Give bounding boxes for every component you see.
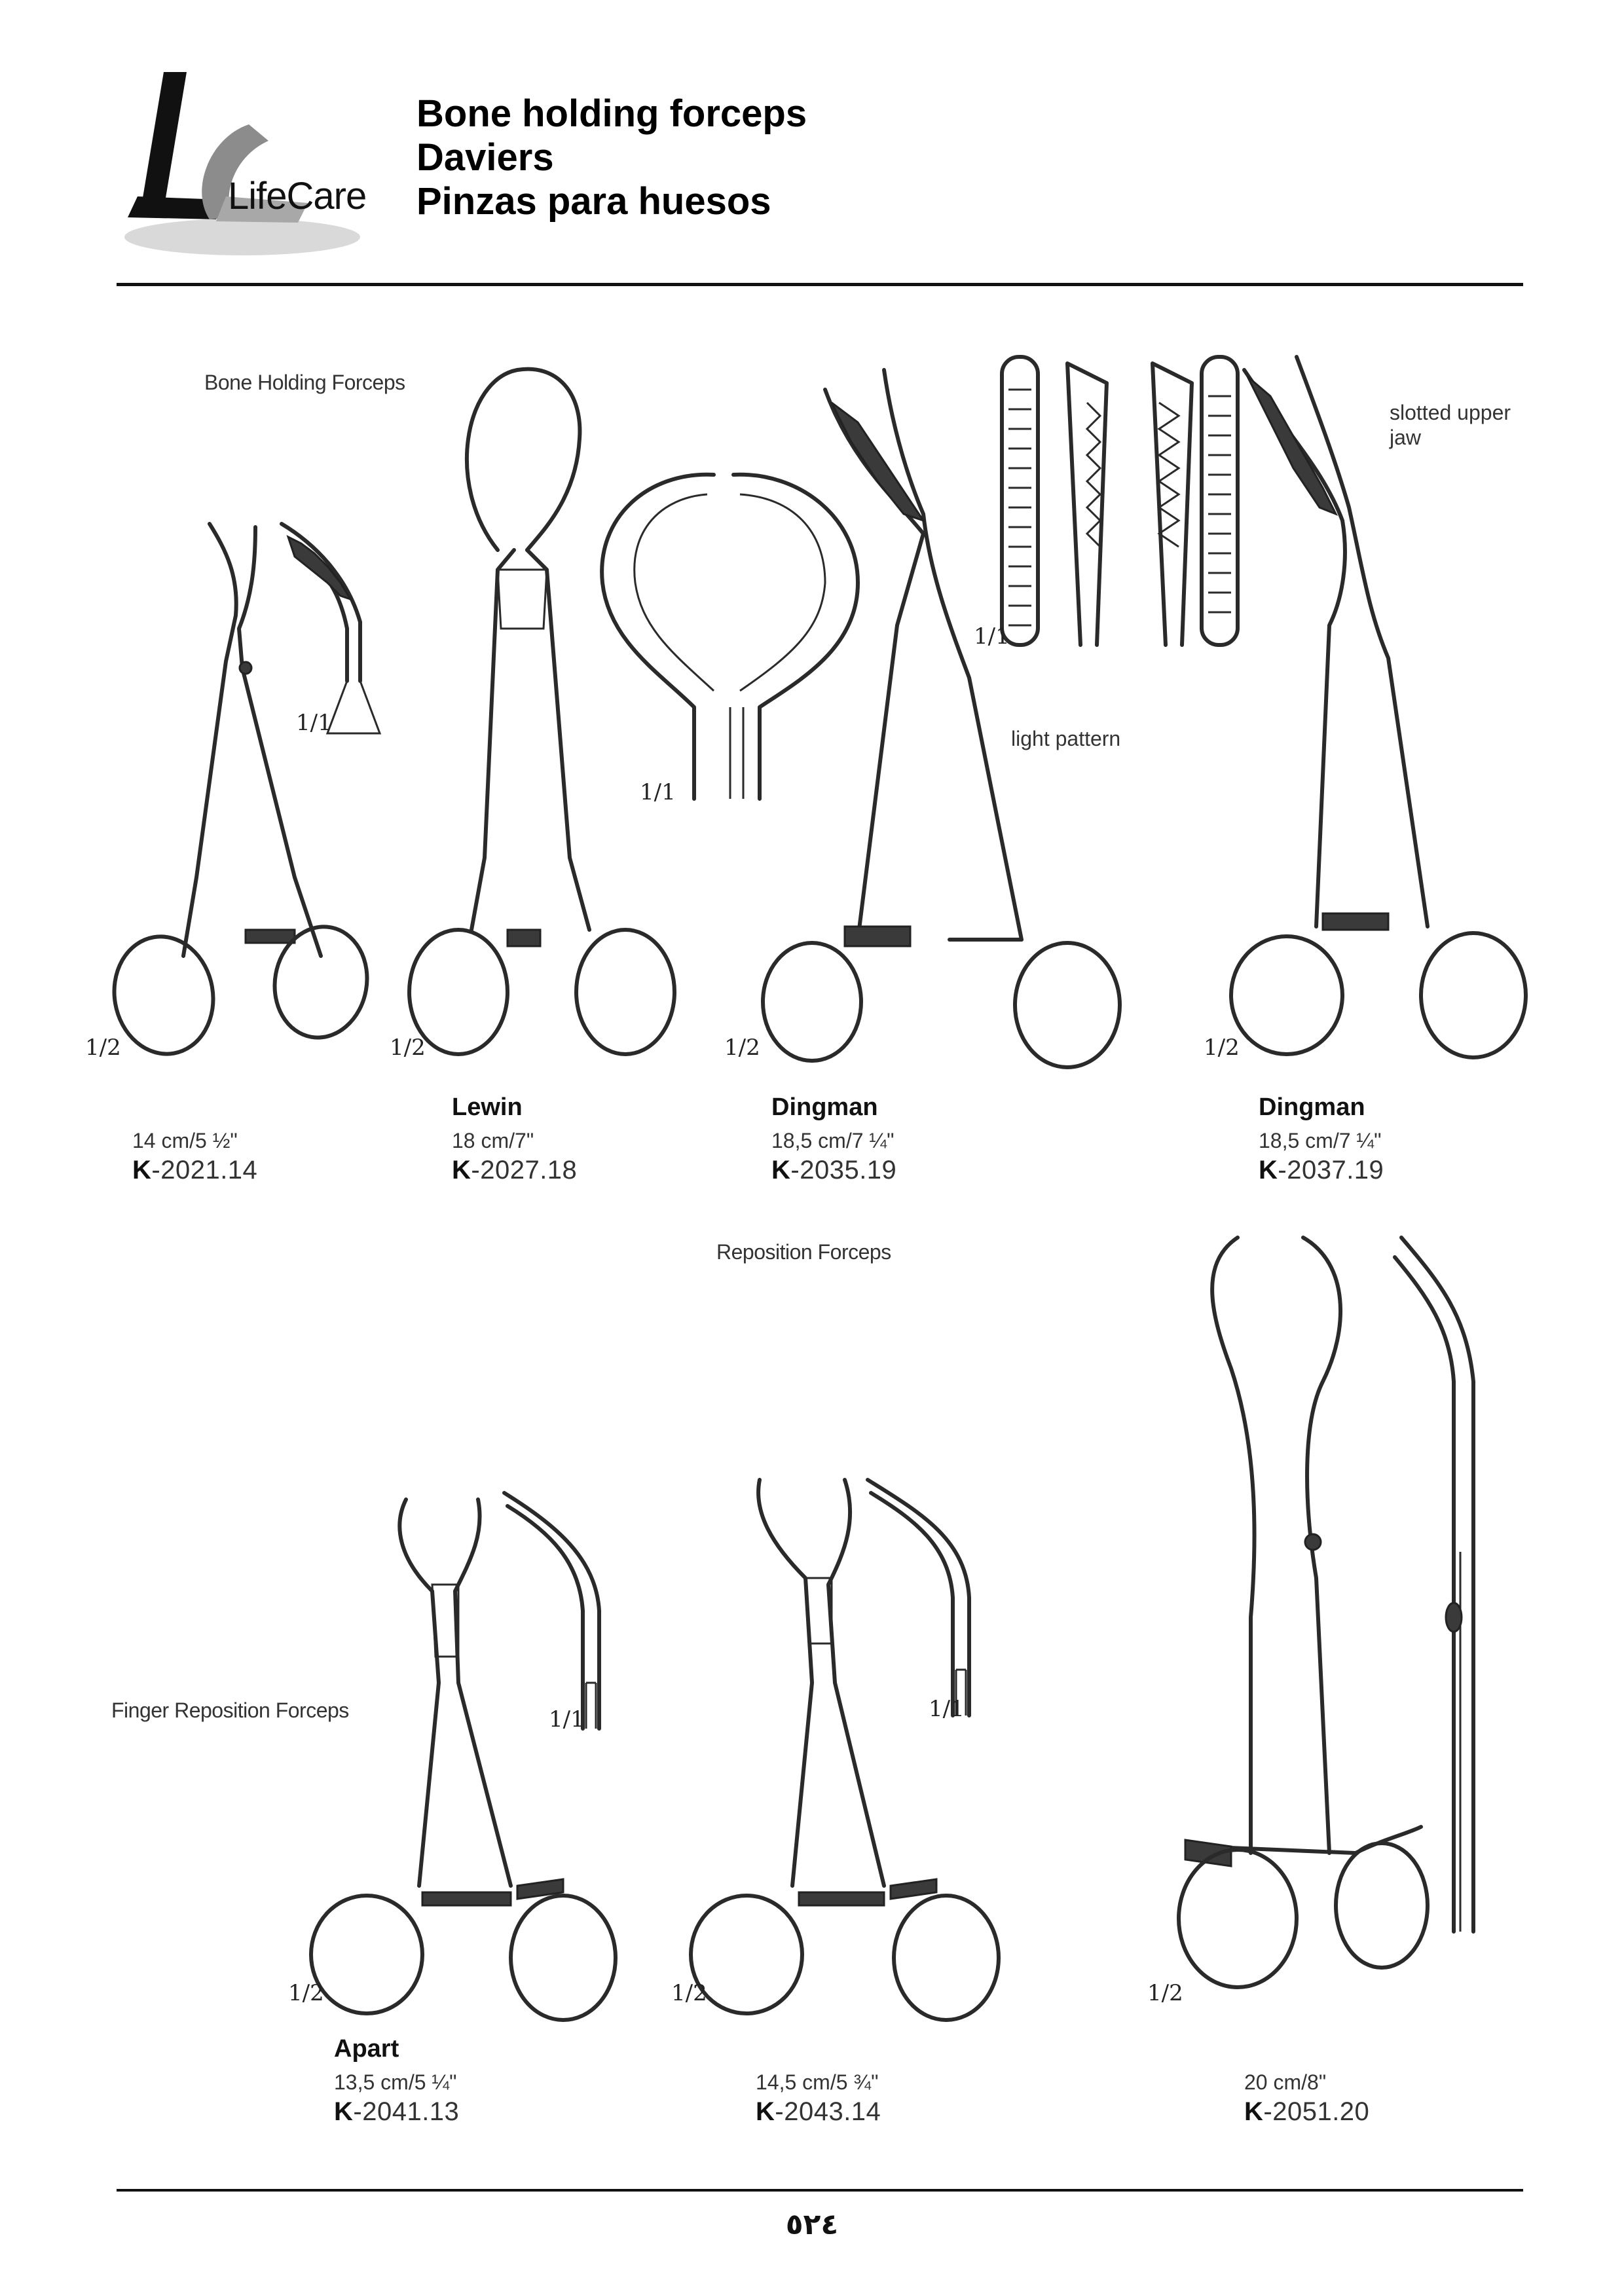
product-name: Apart xyxy=(334,2035,399,2063)
scale-label: 1/2 xyxy=(390,1035,426,1061)
lewin-jaw-detail-drawing xyxy=(600,472,860,801)
product-size: 14,5 cm/5 ¾" xyxy=(756,2070,879,2094)
product-code: K-2041.13 xyxy=(334,2097,460,2126)
page-number: ٥٢٤ xyxy=(785,2208,839,2241)
apart-forceps-drawing xyxy=(309,1497,618,2022)
product-name: Dingman xyxy=(1259,1093,1365,1121)
jaw-pattern-detail-drawing xyxy=(1000,355,1240,647)
product-size: 14 cm/5 ½" xyxy=(132,1129,238,1152)
finger-reposition-forceps-2043-drawing xyxy=(689,1478,1001,2022)
header-divider xyxy=(117,283,1523,286)
jaw-detail-2021-drawing xyxy=(280,522,382,735)
product-name xyxy=(1244,2035,1369,2065)
product-code: K-2035.19 xyxy=(771,1156,897,1184)
scale-label: 1/1 xyxy=(974,623,1010,650)
product-2027-18: Lewin 18 cm/7" K-2027.18 xyxy=(452,1093,577,1185)
product-name: Dingman xyxy=(771,1093,878,1121)
product-size: 18 cm/7" xyxy=(452,1129,534,1152)
scale-label: 1/1 xyxy=(549,1706,585,1733)
product-2043-14: 14,5 cm/5 ¾" K-2043.14 xyxy=(756,2035,881,2127)
note-slotted-upper-jaw-2: jaw xyxy=(1390,426,1422,449)
dingman-forceps-2037-drawing xyxy=(1229,355,1528,1059)
note-slotted-upper-jaw-1: slotted upper xyxy=(1390,401,1511,424)
footer-divider xyxy=(117,2189,1523,2192)
lewin-forceps-drawing xyxy=(407,367,676,1056)
product-size: 18,5 cm/7 ¼" xyxy=(771,1129,895,1152)
scale-label: 1/2 xyxy=(724,1035,760,1061)
title-line-es: Pinzas para huesos xyxy=(416,180,771,223)
scale-label: 1/1 xyxy=(296,710,332,736)
apart-jaw-detail-drawing xyxy=(502,1491,601,1731)
product-code: K-2043.14 xyxy=(756,2097,881,2126)
dingman-forceps-2035-drawing xyxy=(761,368,1122,1069)
product-size: 13,5 cm/5 ¼" xyxy=(334,2070,457,2094)
product-code: K-2021.14 xyxy=(132,1156,258,1184)
section-label-reposition: Reposition Forceps xyxy=(716,1240,891,1264)
product-name xyxy=(756,2035,881,2065)
product-name xyxy=(132,1093,257,1124)
section-label-bone-holding: Bone Holding Forceps xyxy=(204,371,405,394)
scale-label: 1/2 xyxy=(1147,1980,1183,2006)
product-2021-14: 14 cm/5 ½" K-2021.14 xyxy=(132,1093,257,1185)
product-2051-20: 20 cm/8" K-2051.20 xyxy=(1244,2035,1369,2127)
bone-holding-forceps-2021-drawing xyxy=(112,522,369,1056)
product-2041-13: Apart 13,5 cm/5 ¼" K-2041.13 xyxy=(334,2035,459,2127)
reposition-forceps-2051-drawing xyxy=(1177,1236,1430,1989)
scale-label: 1/2 xyxy=(288,1980,324,2006)
scale-label: 1/1 xyxy=(640,779,676,805)
product-2035-19: Dingman 18,5 cm/7 ¼" K-2035.19 xyxy=(771,1093,896,1185)
product-code: K-2027.18 xyxy=(452,1156,578,1184)
note-light-pattern: light pattern xyxy=(1011,727,1121,750)
lifecare-logo: LifeCare xyxy=(111,65,386,268)
scale-label: 1/2 xyxy=(1204,1035,1240,1061)
product-name: Lewin xyxy=(452,1093,523,1121)
product-code: K-2037.19 xyxy=(1259,1156,1384,1184)
product-2037-19: Dingman 18,5 cm/7 ¼" K-2037.19 xyxy=(1259,1093,1384,1185)
product-size: 20 cm/8" xyxy=(1244,2070,1327,2094)
logo-text: LifeCare xyxy=(228,175,367,217)
jaw-detail-2043-drawing xyxy=(866,1478,971,1717)
product-size: 18,5 cm/7 ¼" xyxy=(1259,1129,1382,1152)
product-code: K-2051.20 xyxy=(1244,2097,1370,2126)
scale-label: 1/2 xyxy=(671,1980,707,2006)
scale-label: 1/2 xyxy=(85,1035,121,1061)
side-view-2051-drawing xyxy=(1393,1236,1475,1934)
title-line-en: Bone holding forceps xyxy=(416,92,807,135)
lifecare-logo-mark xyxy=(124,72,360,255)
section-label-finger-reposition: Finger Reposition Forceps xyxy=(111,1698,349,1722)
title-line-de: Daviers xyxy=(416,136,554,179)
scale-label: 1/1 xyxy=(929,1696,965,1722)
